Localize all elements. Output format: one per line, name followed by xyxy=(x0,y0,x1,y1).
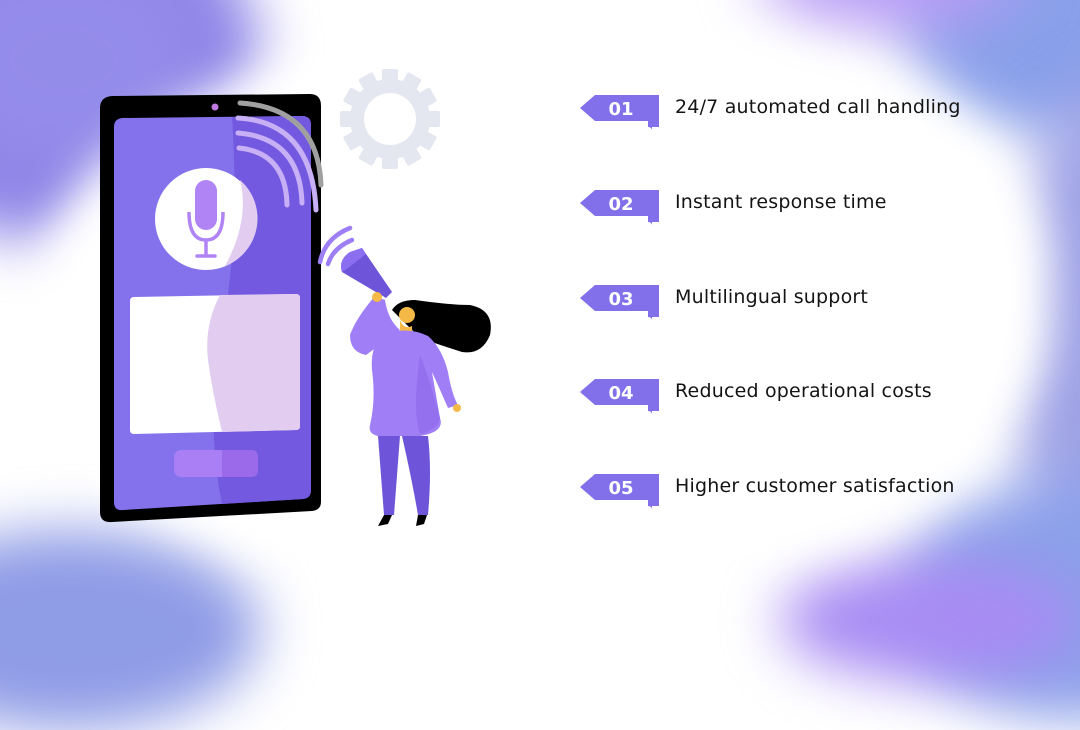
badge-arrow-shape xyxy=(580,190,659,226)
illustration xyxy=(100,69,491,526)
feature-item-5: 05 Higher customer satisfaction xyxy=(578,474,955,510)
number-badge: 05 xyxy=(578,474,660,510)
message-card xyxy=(130,294,300,434)
badge-number: 04 xyxy=(608,383,634,404)
feature-label: Reduced operational costs xyxy=(675,380,932,402)
feature-item-4: 04 Reduced operational costs xyxy=(578,379,932,415)
feature-item-1: 01 24/7 automated call handling xyxy=(578,95,961,131)
badge-number: 03 xyxy=(608,289,634,310)
feature-label: Higher customer satisfaction xyxy=(675,475,955,497)
badge-arrow-shape xyxy=(580,379,659,415)
badge-arrow-shape xyxy=(580,95,659,131)
number-badge: 02 xyxy=(578,190,660,226)
feature-label: Instant response time xyxy=(675,191,887,213)
badge-arrow-shape xyxy=(580,474,659,510)
microphone-icon xyxy=(187,180,225,258)
badge-arrow-shape xyxy=(580,285,659,321)
feature-label: 24/7 automated call handling xyxy=(675,96,961,118)
feature-item-2: 02 Instant response time xyxy=(578,190,887,226)
feature-label: Multilingual support xyxy=(675,286,869,308)
camera-dot xyxy=(211,103,219,111)
bg-blob-bottom-right-violet xyxy=(780,560,1080,680)
woman-with-megaphone xyxy=(317,225,491,526)
number-badge: 04 xyxy=(578,379,660,415)
badge-number: 01 xyxy=(608,99,634,120)
badge-number: 02 xyxy=(608,194,634,215)
number-badge: 01 xyxy=(578,95,660,131)
gear-icon xyxy=(340,69,440,169)
badge-number: 05 xyxy=(608,478,634,499)
number-badge: 03 xyxy=(578,285,660,321)
signal-waves xyxy=(235,100,324,213)
phone xyxy=(100,94,324,523)
feature-item-3: 03 Multilingual support xyxy=(578,285,869,321)
